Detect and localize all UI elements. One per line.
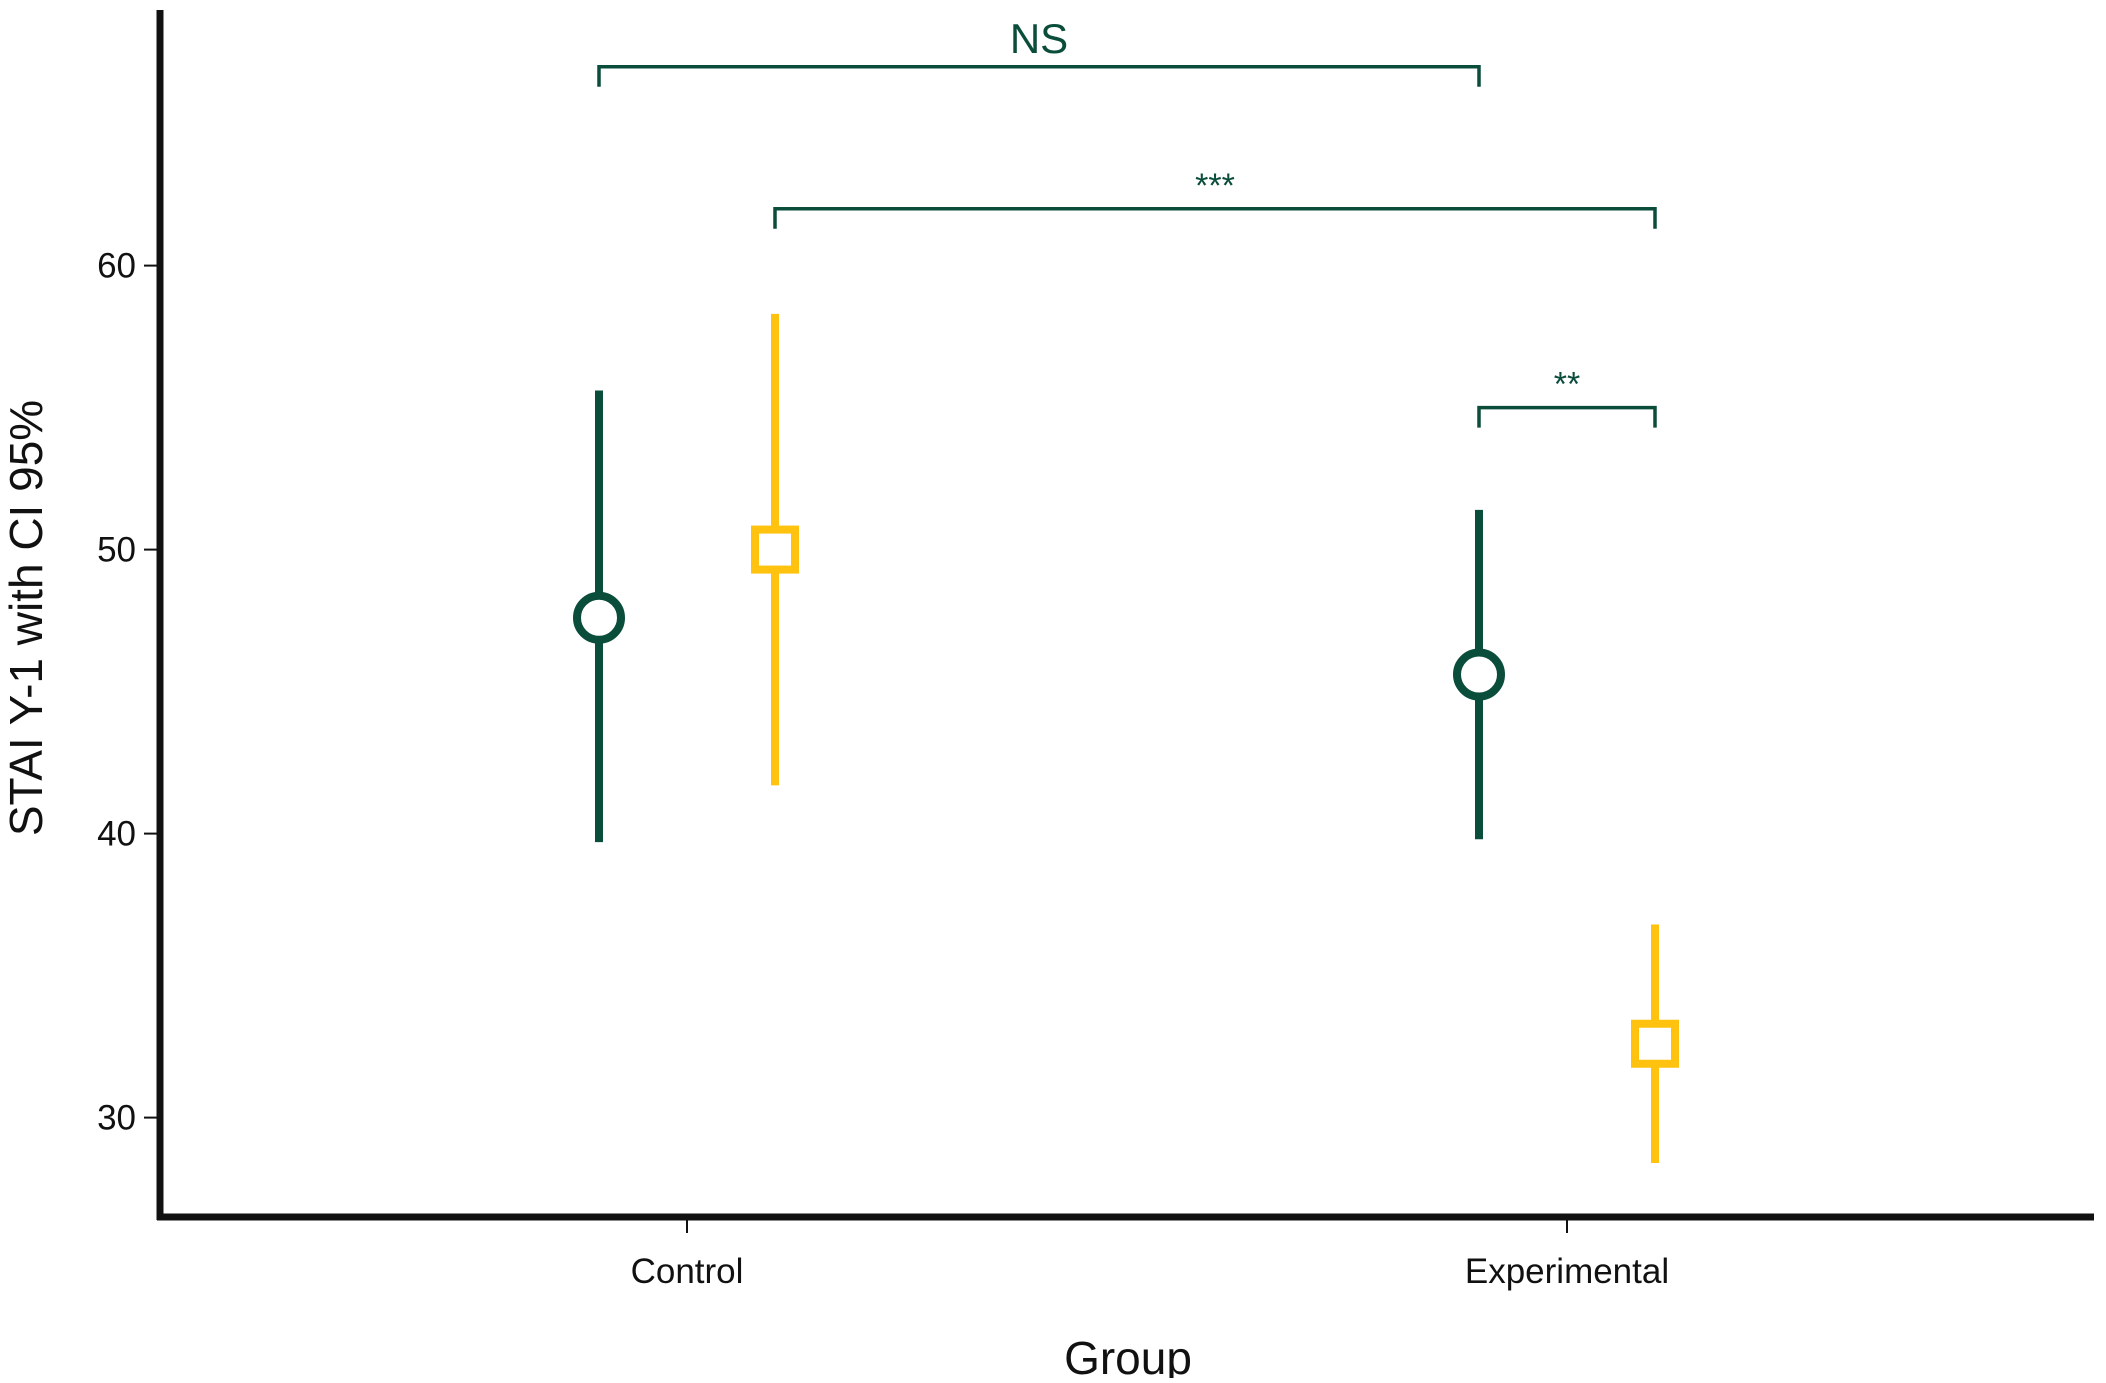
mean-marker-circle	[1453, 648, 1505, 701]
y-tick-label: 30	[97, 1099, 136, 1138]
significance-bracket	[773, 207, 1657, 229]
y-tick-label: 40	[97, 815, 136, 854]
significance-bracket	[1477, 405, 1657, 428]
mean-marker-square	[1631, 1019, 1679, 1068]
x-axis-title: Group	[1064, 1332, 1192, 1378]
mean-marker-square	[751, 525, 799, 574]
x-tick-label: Control	[631, 1252, 744, 1291]
y-axis-title: STAI Y-1 with CI 95%	[0, 400, 52, 836]
significance-layer: NS*****	[597, 15, 1657, 428]
significance-bracket	[597, 65, 1481, 87]
y-tick-label: 50	[97, 531, 136, 570]
significance-label: NS	[1010, 15, 1068, 62]
mean-marker-circle	[573, 591, 625, 644]
x-tick-label: Experimental	[1465, 1252, 1669, 1291]
y-tick-label: 60	[97, 247, 136, 286]
significance-label: ***	[1195, 167, 1235, 205]
series-layer	[573, 313, 1679, 1164]
significance-label: **	[1554, 366, 1580, 404]
